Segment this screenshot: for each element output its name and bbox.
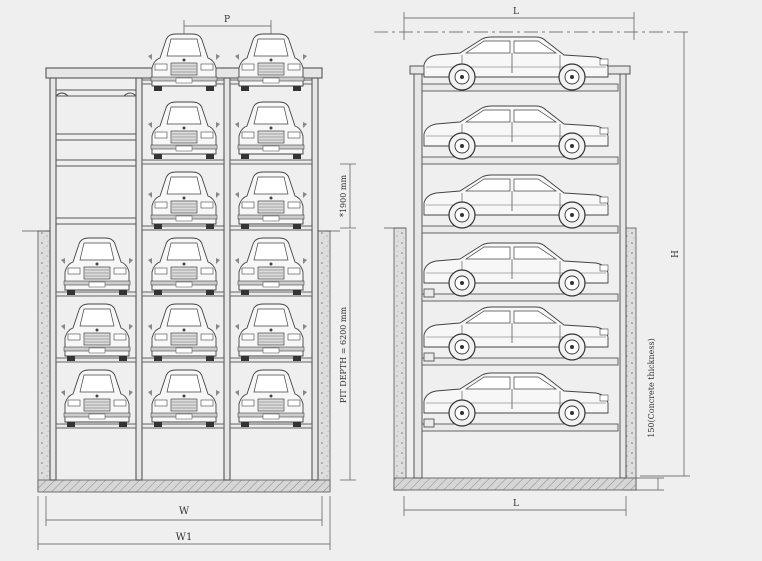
pit-floor <box>37 479 331 493</box>
pit-wall-right <box>317 230 331 492</box>
side-elevation-view: L L H 150(Concrete thickness) <box>374 7 690 516</box>
front-view-cars <box>60 33 308 428</box>
pit-depth-label: PIT DEPTH = 6200 mm <box>339 306 348 403</box>
side-dimensions <box>374 12 690 516</box>
dimension-h-label: H <box>671 250 681 258</box>
dimension-p-label: P <box>224 15 230 25</box>
front-pallets <box>55 79 313 429</box>
level-height-label: *1900 mm <box>339 175 348 217</box>
front-elevation-view: P W W1 *1900 mm PIT DEPTH = 6200 mm <box>22 15 356 550</box>
side-pallets <box>421 83 619 432</box>
pit-wall-left <box>37 230 51 492</box>
side-pit-wall-left <box>393 227 407 491</box>
dimension-l-bottom-label: L <box>513 499 519 509</box>
side-pit-floor <box>393 477 637 491</box>
dimension-w1-label: W1 <box>176 532 193 543</box>
front-dimensions <box>37 20 356 550</box>
concrete-thickness-label: 150(Concrete thickness) <box>647 338 656 437</box>
dimension-l-top-label: L <box>513 7 519 17</box>
dimension-w-label: W <box>179 506 190 517</box>
